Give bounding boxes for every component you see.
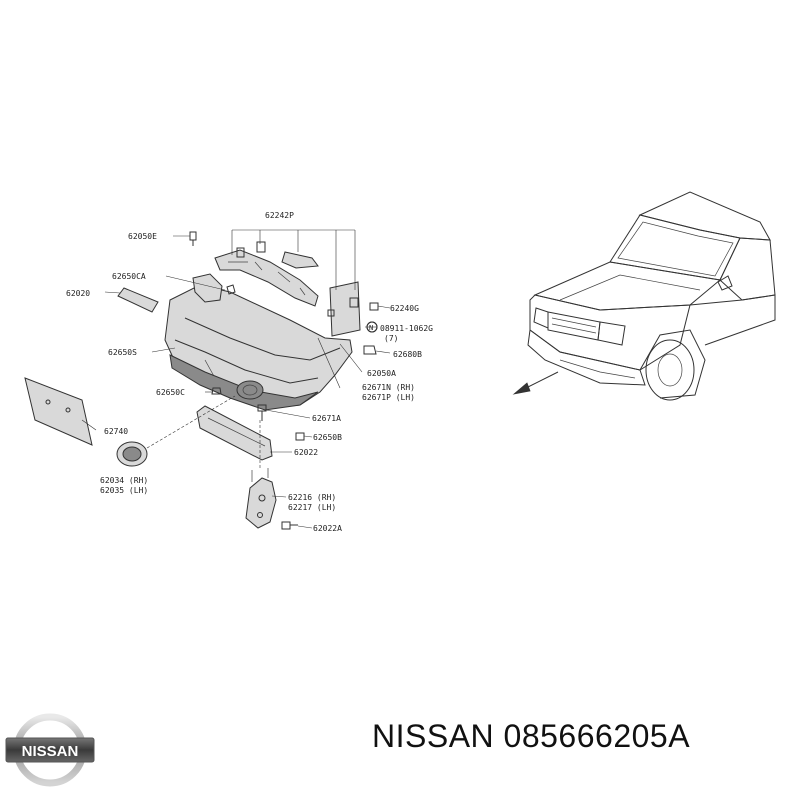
nissan-logo: NISSAN xyxy=(4,712,96,788)
clip-62650CA xyxy=(226,284,236,295)
label-08911: 08911-1062G xyxy=(380,324,433,333)
label-08911-qty: (7) xyxy=(384,334,398,343)
side-bracket xyxy=(192,273,223,303)
fog-lamp-opening xyxy=(236,380,264,400)
license-plate-bracket xyxy=(24,377,93,446)
label-62216: 62216 (RH) xyxy=(288,493,336,502)
logo-bar xyxy=(5,737,95,763)
bolt-62671A xyxy=(257,404,267,421)
label-62035: 62035 (LH) xyxy=(100,486,148,495)
label-62240G: 62240G xyxy=(390,304,419,313)
bolt-62022A xyxy=(281,521,298,530)
bumper-lower-lip xyxy=(169,354,319,411)
direction-arrow xyxy=(512,371,559,395)
label-62050E: 62050E xyxy=(128,232,157,241)
logo-text: NISSAN xyxy=(22,743,79,760)
right-bracket xyxy=(329,281,361,337)
label-62671N: 62671N (RH) xyxy=(362,383,415,392)
label-62740: 62740 xyxy=(104,427,128,436)
upper-bracket xyxy=(214,249,319,307)
clip-62050E xyxy=(189,231,197,246)
label-62022: 62022 xyxy=(294,448,318,457)
label-62034: 62034 (RH) xyxy=(100,476,148,485)
label-62022A: 62022A xyxy=(313,524,342,533)
label-62650B: 62650B xyxy=(313,433,342,442)
circle-n-symbol xyxy=(366,321,378,333)
upper-bracket-right xyxy=(281,251,319,269)
label-62671A: 62671A xyxy=(312,414,341,423)
stay-bracket xyxy=(245,477,277,529)
part-number-caption: NISSAN 085666205A xyxy=(372,718,691,754)
label-62680B: 62680B xyxy=(393,350,422,359)
label-62650CA: 62650CA xyxy=(112,272,146,281)
bolt-62650B xyxy=(295,432,305,441)
clip-62680B xyxy=(363,345,377,355)
label-62217: 62217 (LH) xyxy=(288,503,336,512)
clip-62240G xyxy=(369,302,379,311)
label-62020: 62020 xyxy=(66,289,90,298)
vehicle-illustration xyxy=(527,191,776,401)
rubber-strip xyxy=(117,287,159,313)
label-62671P: 62671P (LH) xyxy=(362,393,415,402)
lower-reinforcement xyxy=(196,405,273,461)
label-62242P: 62242P xyxy=(265,211,294,220)
label-62050A: 62050A xyxy=(367,369,396,378)
label-62650S: 62650S xyxy=(108,348,137,357)
label-62650C: 62650C xyxy=(156,388,185,397)
label-circle-n: N xyxy=(369,324,373,332)
